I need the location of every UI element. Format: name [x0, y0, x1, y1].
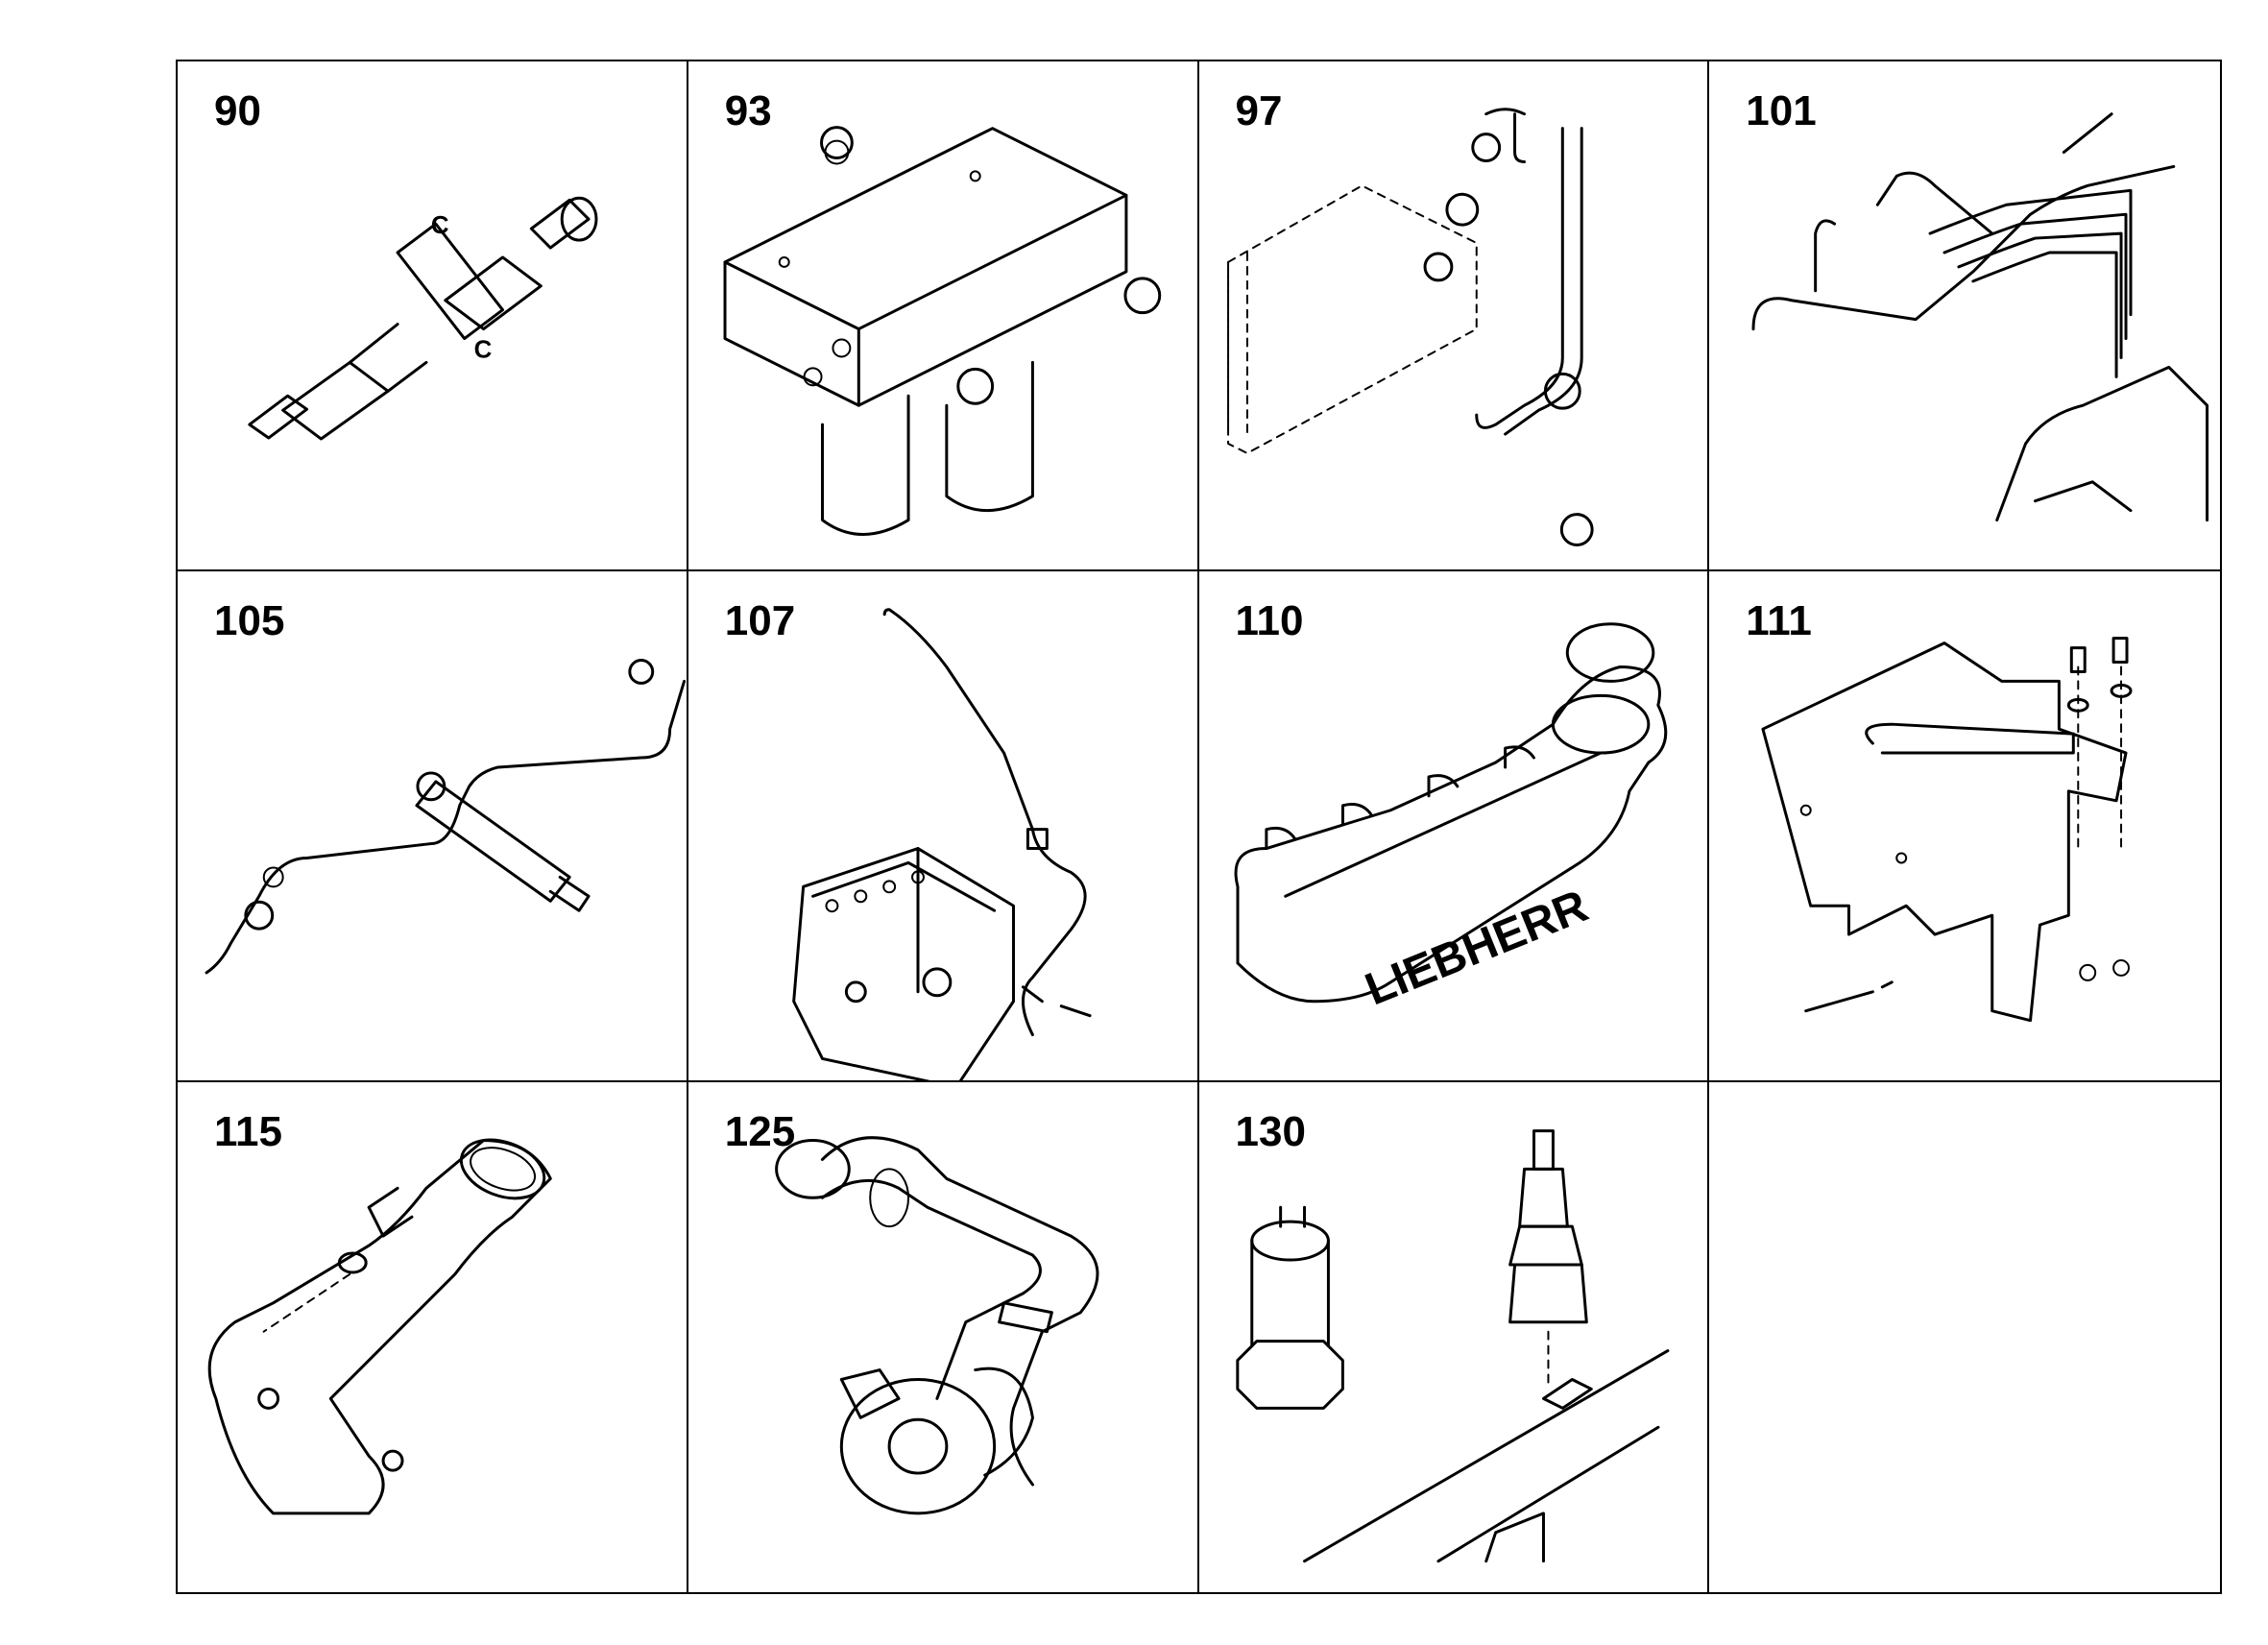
exhaust-manifold-drawing: LIEBHERR	[1234, 622, 1667, 1016]
part-cell-93: 93	[688, 61, 1199, 572]
empty-cell	[1709, 1082, 2220, 1592]
injection-pump-line-drawing	[791, 608, 1092, 1080]
sensor-heater-plug-drawing	[1235, 1128, 1669, 1562]
part-number: 111	[1746, 597, 1812, 645]
part-number: 115	[214, 1107, 282, 1155]
turbocharger-hose-drawing	[774, 1135, 1099, 1515]
injection-lines-drawing	[1751, 112, 2209, 522]
part-cell-107: 107	[688, 571, 1199, 1082]
part-cell-125: 125	[688, 1081, 1199, 1592]
fuel-line-drawing	[1226, 108, 1594, 546]
filter-head-drawing	[723, 126, 1161, 536]
part-number: 110	[1235, 597, 1304, 645]
part-number: 101	[1746, 87, 1817, 134]
part-cell-110: 110 LIEBHERR	[1198, 571, 1710, 1082]
intake-elbow-drawing	[207, 1138, 552, 1515]
part-cell-105: 105	[178, 571, 688, 1082]
part-number: 130	[1235, 1107, 1306, 1155]
injection-nozzle-drawing: C C	[248, 196, 598, 441]
parts-grid: 90 C C 93 97	[176, 60, 2222, 1594]
part-number: 105	[214, 597, 285, 645]
c-mark: C	[474, 336, 493, 363]
mounting-bracket-drawing	[1761, 637, 2133, 1023]
part-cell-111: 111	[1709, 571, 2220, 1082]
part-cell-130: 130	[1199, 1081, 1710, 1592]
part-cell-115: 115	[178, 1081, 688, 1592]
leak-oil-line-drawing	[205, 659, 687, 975]
part-number: 125	[724, 1107, 796, 1155]
c-mark: C	[431, 212, 449, 239]
part-number: 93	[724, 87, 772, 134]
liebherr-logo: LIEBHERR	[1358, 881, 1594, 1016]
part-cell-101: 101	[1709, 61, 2220, 572]
part-number: 90	[214, 87, 261, 134]
part-number: 97	[1235, 87, 1283, 134]
part-cell-90: 90 C C	[178, 61, 688, 572]
part-cell-97: 97	[1198, 61, 1710, 572]
part-number: 107	[724, 597, 796, 645]
